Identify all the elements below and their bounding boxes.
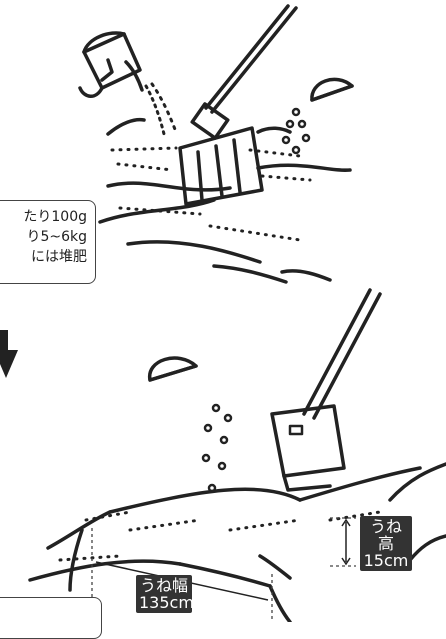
arrow-down-icon [0,330,18,378]
bed-height-title: うね高 [363,518,409,552]
shovel-icon [272,290,380,490]
note-line-2: り5~6kg [0,227,87,247]
bed-width-value: 135cm [139,594,189,611]
bed-width-title: うね幅 [139,577,189,594]
bed-height-value: 15cm [363,552,409,569]
bottom-note-box [0,597,102,639]
bowl-icon [312,79,352,100]
bed-width-label: うね幅 135cm [136,575,192,613]
fertilizer-note: たり100g り5~6kg には堆肥 [0,200,96,284]
bed-height-label: うね高 15cm [360,516,412,571]
fork-icon [180,6,296,204]
note-line-1: たり100g [0,207,87,227]
note-line-3: には堆肥 [0,247,87,267]
bucket-icon [80,33,142,96]
